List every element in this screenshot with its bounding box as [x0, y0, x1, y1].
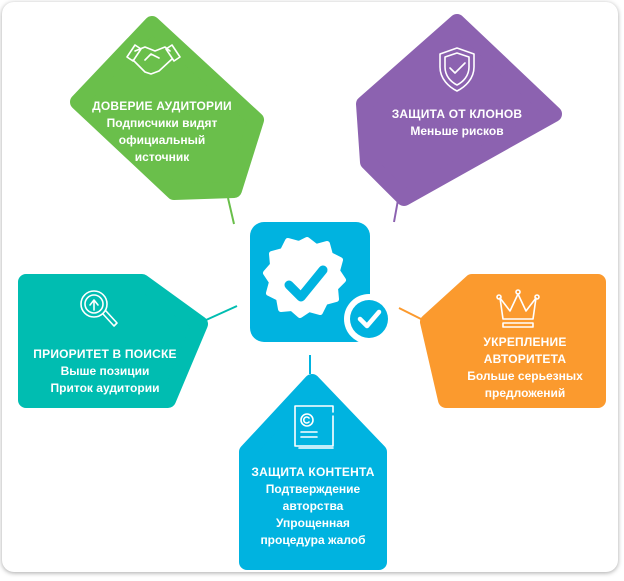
card-authority-shape	[420, 274, 606, 408]
shield-check-icon	[439, 47, 475, 92]
check-circle-icon	[344, 294, 394, 344]
search-arrow-icon	[80, 290, 118, 327]
card-trust: ДОВЕРИЕ АУДИТОРИИ Подписчики видят офици…	[72, 98, 252, 166]
verified-badge-icon	[263, 237, 346, 318]
shapes	[18, 14, 606, 570]
card-search-shape	[18, 274, 208, 408]
card-content-shape	[239, 374, 387, 570]
card-line: авторства	[282, 499, 344, 513]
card-title: ПРИОРИТЕТ В ПОИСКЕ	[33, 347, 177, 361]
card-title: УКРЕПЛЕНИЕ АВТОРИТЕТА	[483, 335, 567, 366]
card-line: источник	[134, 150, 190, 164]
copyright-scroll-icon	[294, 405, 334, 449]
infographic: ДОВЕРИЕ АУДИТОРИИ Подписчики видят офици…	[2, 2, 618, 572]
card-title: ДОВЕРИЕ АУДИТОРИИ	[92, 99, 232, 113]
card-search: ПРИОРИТЕТ В ПОИСКЕ Выше позиции Приток а…	[20, 346, 190, 397]
handshake-icon	[126, 44, 181, 75]
card-line: Приток аудитории	[50, 381, 160, 395]
card-clones: ЗАЩИТА ОТ КЛОНОВ Меньше рисков	[362, 106, 552, 140]
card-authority: УКРЕПЛЕНИЕ АВТОРИТЕТА Больше серьезных п…	[450, 334, 600, 402]
crown-icon	[496, 289, 540, 328]
card-line: Выше позиции	[60, 364, 150, 378]
card-line: процедура жалоб	[260, 533, 366, 547]
card-clones-shape	[356, 14, 562, 206]
card-title: ЗАЩИТА КОНТЕНТА	[251, 465, 375, 479]
card-trust-shape	[70, 16, 264, 200]
card-line: официальный	[118, 133, 206, 147]
card-line: Больше серьезных	[467, 369, 583, 383]
card-line: Подтверждение	[265, 482, 361, 496]
card-content: ЗАЩИТА КОНТЕНТА Подтверждение авторства …	[239, 464, 387, 549]
connector-lines	[205, 197, 428, 374]
card-title: ЗАЩИТА ОТ КЛОНОВ	[391, 107, 523, 121]
card-line: предложений	[484, 386, 566, 400]
card-line: Подписчики видят	[106, 116, 218, 130]
card-line: Меньше рисков	[410, 124, 504, 138]
card-line: Упрощенная	[276, 516, 350, 530]
